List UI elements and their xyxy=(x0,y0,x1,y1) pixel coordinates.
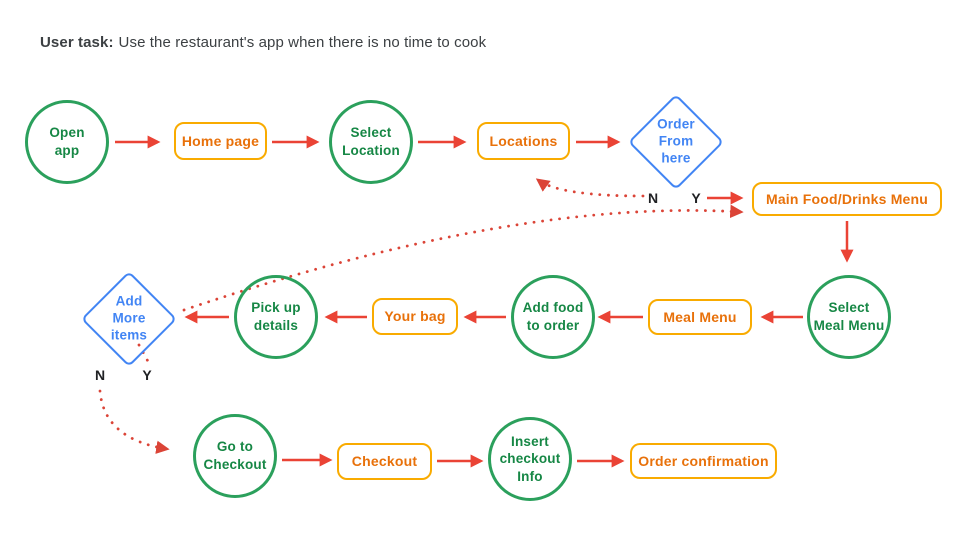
node-meal-menu-label: Meal Menu xyxy=(663,308,737,325)
node-meal-menu: Meal Menu xyxy=(648,299,752,335)
page-title: User task:Use the restaurant's app when … xyxy=(40,34,486,51)
node-select-meal-menu: Select Meal Menu xyxy=(807,275,891,359)
node-your-bag: Your bag xyxy=(372,298,458,335)
node-checkout-label: Checkout xyxy=(351,453,418,470)
dotted-order-no-back-to-locations xyxy=(535,178,645,198)
branch-order-yes-label: Y xyxy=(691,190,701,206)
node-open-app: Open app xyxy=(25,100,109,184)
node-checkout: Checkout xyxy=(337,443,432,480)
title-bold: User task: xyxy=(40,34,114,51)
node-insert-checkout-info: Insert checkout Info xyxy=(488,417,572,501)
title-rest: Use the restaurant's app when there is n… xyxy=(118,34,487,51)
node-go-to-checkout: Go to Checkout xyxy=(193,414,277,498)
node-order-confirmation: Order confirmation xyxy=(630,443,777,479)
node-your-bag-label: Your bag xyxy=(384,308,446,325)
node-insert-checkout-info-label: Insert checkout Info xyxy=(499,433,561,484)
node-go-to-checkout-label: Go to Checkout xyxy=(203,439,267,472)
node-home-page: Home page xyxy=(174,122,267,160)
branch-add-more-no-label: N xyxy=(94,367,106,383)
node-home-page-label: Home page xyxy=(181,132,260,149)
node-locations: Locations xyxy=(477,122,570,160)
node-main-menu-label: Main Food/Drinks Menu xyxy=(765,190,929,207)
node-main-menu: Main Food/Drinks Menu xyxy=(752,182,942,216)
node-add-more-items: Add More items xyxy=(80,270,178,368)
node-select-meal-menu-label: Select Meal Menu xyxy=(813,300,885,333)
node-add-more-items-label: Add More items xyxy=(110,293,148,343)
node-order-confirmation-label: Order confirmation xyxy=(638,452,769,469)
node-order-from-here-label: Order From here xyxy=(657,116,695,166)
node-open-app-label: Open app xyxy=(49,125,85,158)
node-select-location-label: Select Location xyxy=(342,125,400,158)
node-pickup-details-label: Pick up details xyxy=(251,300,301,333)
dotted-add-more-no-to-go-to-checkout xyxy=(98,389,170,454)
node-add-food-label: Add food to order xyxy=(522,300,584,333)
node-locations-label: Locations xyxy=(489,132,558,149)
branch-order-no-label: N xyxy=(647,190,659,206)
branch-add-more-yes-label: Y xyxy=(142,367,152,383)
node-pickup-details: Pick up details xyxy=(234,275,318,359)
node-order-from-here: Order From here xyxy=(627,93,725,191)
node-select-location: Select Location xyxy=(329,100,413,184)
node-add-food: Add food to order xyxy=(511,275,595,359)
